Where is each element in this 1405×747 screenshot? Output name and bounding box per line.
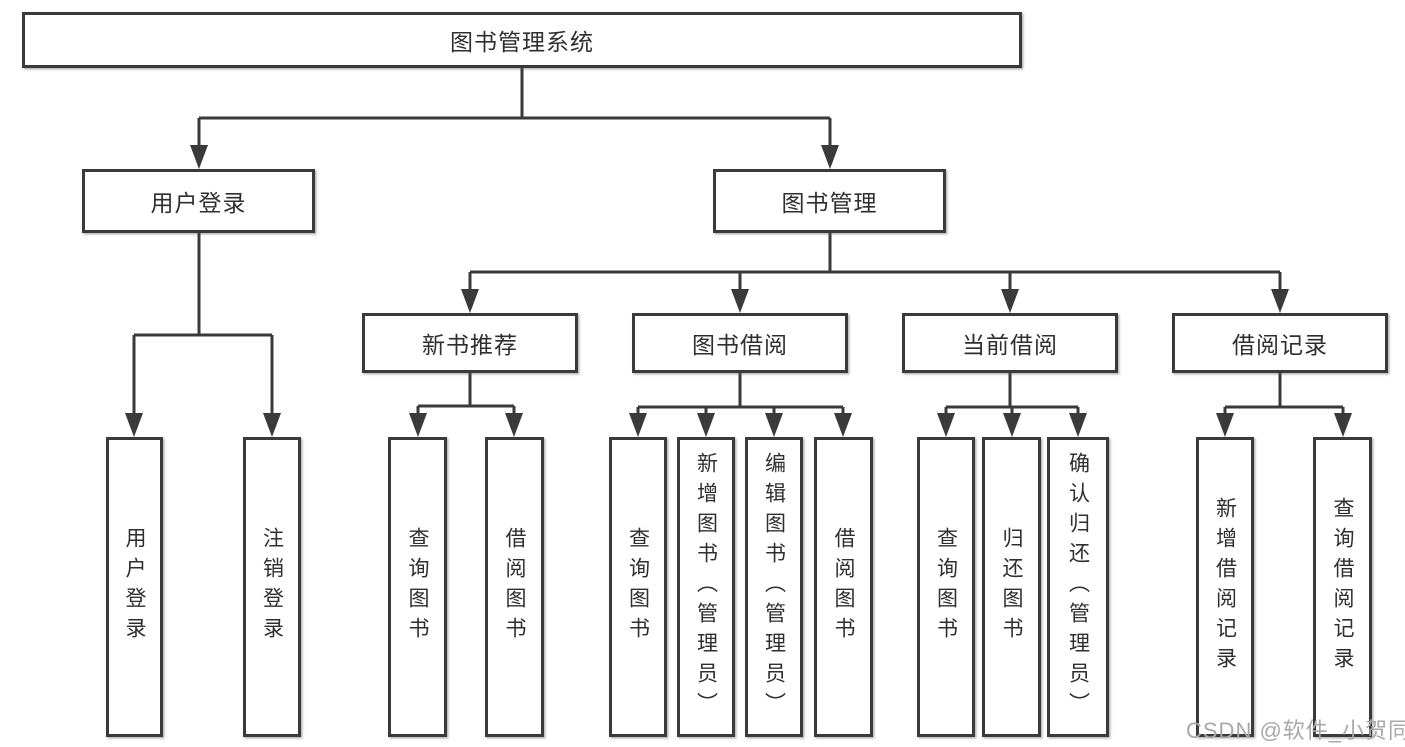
node-system-root-label: 图书管理系统 <box>450 29 594 55</box>
arrowhead <box>190 145 208 169</box>
node-current-borrowing: 当前借阅 <box>902 313 1118 373</box>
leaf-borrow-books-borrowing: 借阅图书 <box>814 437 873 737</box>
arrowhead <box>937 413 955 437</box>
leaf-logout-label: 注销登录 <box>260 527 284 647</box>
node-borrowing-records: 借阅记录 <box>1172 313 1388 373</box>
arrowhead <box>461 289 479 313</box>
arrowhead <box>629 413 647 437</box>
leaf-query-books-borrowing-label: 查询图书 <box>626 527 650 647</box>
leaf-borrow-books-recommend-label: 借阅图书 <box>503 527 526 647</box>
arrowhead <box>263 413 281 437</box>
arrowhead <box>505 413 523 437</box>
arrowhead <box>1271 289 1289 313</box>
leaf-add-books-admin: 新增图书（管理员） <box>677 437 735 737</box>
node-book-management-label: 图书管理 <box>781 190 878 216</box>
leaf-user-login-label: 用户登录 <box>123 527 146 647</box>
node-user-login: 用户登录 <box>82 169 315 233</box>
leaf-confirm-return-admin: 确认归还（管理员） <box>1047 437 1109 737</box>
arrowhead <box>834 413 852 437</box>
node-book-management: 图书管理 <box>713 169 946 233</box>
leaf-edit-books-admin-label: 编辑图书（管理员） <box>762 452 786 722</box>
leaf-confirm-return-admin-label: 确认归还（管理员） <box>1066 452 1090 722</box>
node-borrowing-records-label: 借阅记录 <box>1232 332 1328 358</box>
csdn-watermark: CSDN @软件_小贺同学 <box>1186 718 1405 743</box>
node-system-root: 图书管理系统 <box>22 12 1022 68</box>
node-new-book-recommendation-label: 新书推荐 <box>422 332 518 358</box>
arrowhead <box>125 413 143 437</box>
leaf-borrow-books-borrowing-label: 借阅图书 <box>832 527 855 647</box>
arrowhead <box>1216 413 1234 437</box>
leaf-query-books-current: 查询图书 <box>917 437 975 737</box>
node-user-login-label: 用户登录 <box>150 190 247 216</box>
node-book-borrowing: 图书借阅 <box>632 313 848 373</box>
leaf-query-borrow-record-label: 查询借阅记录 <box>1331 497 1354 677</box>
arrowhead <box>821 145 839 169</box>
leaf-add-borrow-record-label: 新增借阅记录 <box>1213 497 1237 677</box>
arrowhead <box>1069 413 1087 437</box>
leaf-edit-books-admin: 编辑图书（管理员） <box>745 437 803 737</box>
arrowhead <box>409 413 427 437</box>
leaf-return-books-label: 归还图书 <box>1000 527 1023 647</box>
arrowhead <box>1001 289 1019 313</box>
leaf-user-login: 用户登录 <box>106 437 163 737</box>
arrowhead <box>1003 413 1021 437</box>
arrowhead <box>1334 413 1352 437</box>
arrowhead <box>731 289 749 313</box>
leaf-query-books-recommend-label: 查询图书 <box>406 527 429 647</box>
leaf-query-books-borrowing: 查询图书 <box>609 437 667 737</box>
leaf-query-books-current-label: 查询图书 <box>934 527 958 647</box>
leaf-add-books-admin-label: 新增图书（管理员） <box>694 452 718 722</box>
arrowhead <box>697 413 715 437</box>
node-book-borrowing-label: 图书借阅 <box>692 332 788 358</box>
arrowhead <box>765 413 783 437</box>
leaf-logout: 注销登录 <box>243 437 301 737</box>
node-new-book-recommendation: 新书推荐 <box>362 313 578 373</box>
leaf-query-books-recommend: 查询图书 <box>388 437 447 737</box>
node-current-borrowing-label: 当前借阅 <box>962 332 1058 358</box>
leaf-add-borrow-record: 新增借阅记录 <box>1196 437 1254 737</box>
leaf-return-books: 归还图书 <box>982 437 1041 737</box>
leaf-borrow-books-recommend: 借阅图书 <box>485 437 544 737</box>
leaf-query-borrow-record: 查询借阅记录 <box>1313 437 1372 737</box>
